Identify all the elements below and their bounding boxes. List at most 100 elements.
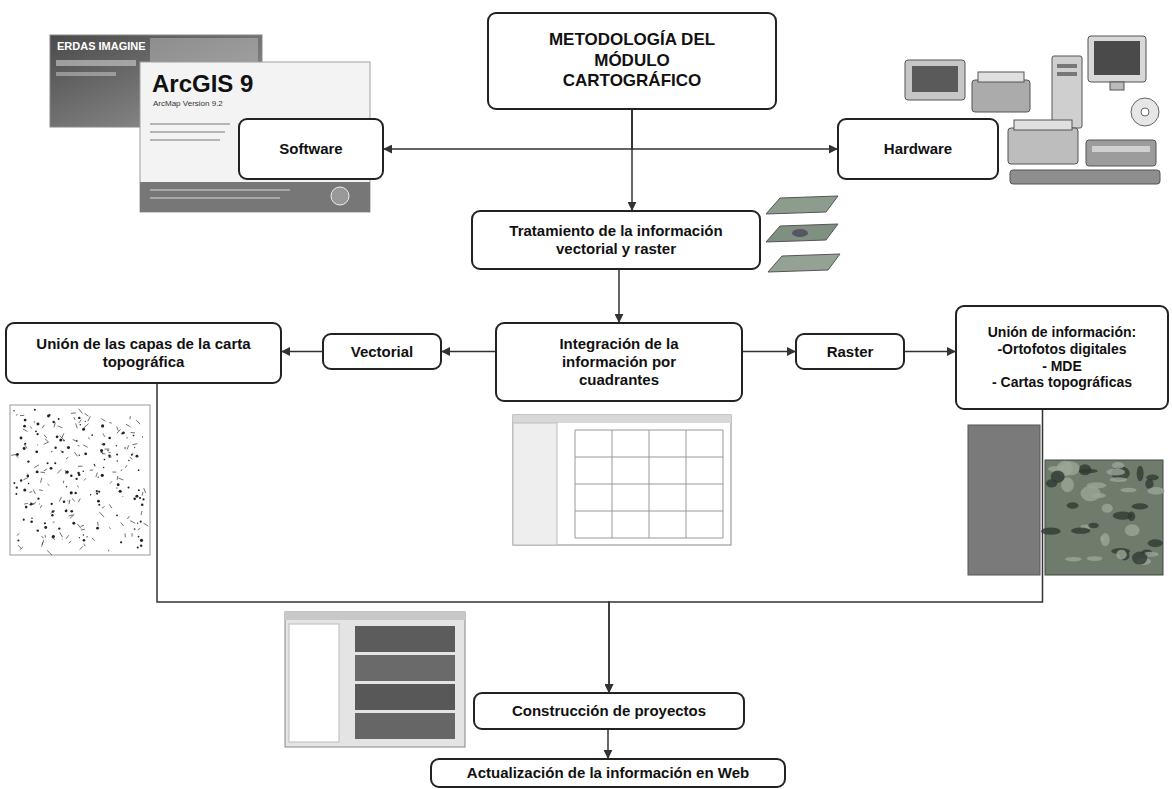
map-line [40,505,42,508]
map-dot [51,451,52,452]
map-dot [77,472,79,474]
map-line [42,425,44,428]
raster-blob [1041,528,1061,535]
map-dot [51,514,53,516]
map-line [86,536,88,538]
picture-part [1008,128,1078,164]
map-line [127,445,129,449]
picture-part [1045,460,1163,575]
process-box: Unión de información:-Ortofotos digitale… [955,305,1169,410]
map-dot [13,482,15,484]
picture-part [140,182,370,212]
map-line [79,409,83,414]
layers-icon [766,196,840,272]
node-text: -Ortofotos digitales [997,341,1126,358]
node-text: Raster [827,343,874,361]
picture-part [766,196,838,214]
map-dot [122,431,125,434]
map-dot [35,430,37,432]
map-dot [135,455,138,458]
map-line [78,466,83,467]
map-dot [82,428,85,431]
map-line [39,503,41,504]
node-text: - MDE [1042,358,1082,375]
map-dot [85,421,86,422]
map-dot [140,544,142,546]
map-dot [101,443,102,444]
map-dot [108,454,111,457]
picture-part [766,224,838,242]
map-line [67,500,69,502]
map-line [80,546,83,549]
map-dot [67,446,70,449]
map-dot [28,483,30,485]
map-dot [98,491,100,493]
map-dot [128,460,129,461]
picture-part [768,254,840,272]
raster-blob [1113,512,1133,520]
map-line [125,533,126,537]
map-line [23,429,28,431]
map-dot [79,537,80,538]
map-dot [138,536,140,538]
map-line [88,416,90,421]
map-line [110,481,112,483]
map-dot [107,450,108,451]
raster-blob [1087,556,1103,561]
map-dot [79,424,81,426]
process-box: Actualización de la información en Web [430,758,786,788]
map-line [73,439,78,441]
node-text: METODOLOGÍA DEL MÓDULO CARTOGRÁFICO [537,30,727,91]
map-dot [47,414,50,417]
map-line [34,465,39,468]
map-line [121,522,124,525]
map-dot [70,474,73,477]
map-dot [23,425,26,428]
map-dot [54,462,56,464]
map-dot [25,506,28,509]
node-text: Construcción de proyectos [512,702,706,720]
picture-part [355,655,455,681]
raster-blob [1071,528,1090,534]
map-dot [124,447,125,448]
map-line [109,504,111,508]
map-line [138,528,141,530]
picture-part [150,139,220,141]
map-line [77,485,78,487]
map-dot [44,522,46,524]
picture-part [912,66,958,92]
map-line [37,444,39,445]
map-line [53,522,55,523]
map-dot [23,447,26,450]
map-line [142,492,144,496]
map-line [127,516,129,519]
map-dot [72,522,75,525]
node-text: Unión de las capas de la carta topográfi… [36,335,251,371]
map-dot [134,447,135,448]
map-line [104,449,109,450]
map-line [144,488,146,493]
map-line [78,445,80,446]
map-line [109,452,111,453]
raster-blob [1132,503,1148,509]
raster-blob [1116,550,1126,560]
map-dot [15,493,17,495]
map-dot [126,437,127,438]
picture-part [575,457,723,458]
map-dot [108,437,111,440]
product-label: ArcGIS 9 [152,70,253,98]
map-dot [142,498,144,500]
picture-part [575,511,723,512]
map-line [143,523,148,526]
map-dot [58,527,60,529]
map-line [99,512,104,517]
picture-part [355,626,455,652]
process-box: Unión de las capas de la carta topográfi… [5,322,282,384]
map-line [117,429,121,433]
map-dot [74,492,76,494]
raster-blob [1137,466,1144,481]
map-line [84,544,85,547]
map-dot [96,527,99,530]
map-dot [133,498,136,501]
map-line [68,500,70,505]
